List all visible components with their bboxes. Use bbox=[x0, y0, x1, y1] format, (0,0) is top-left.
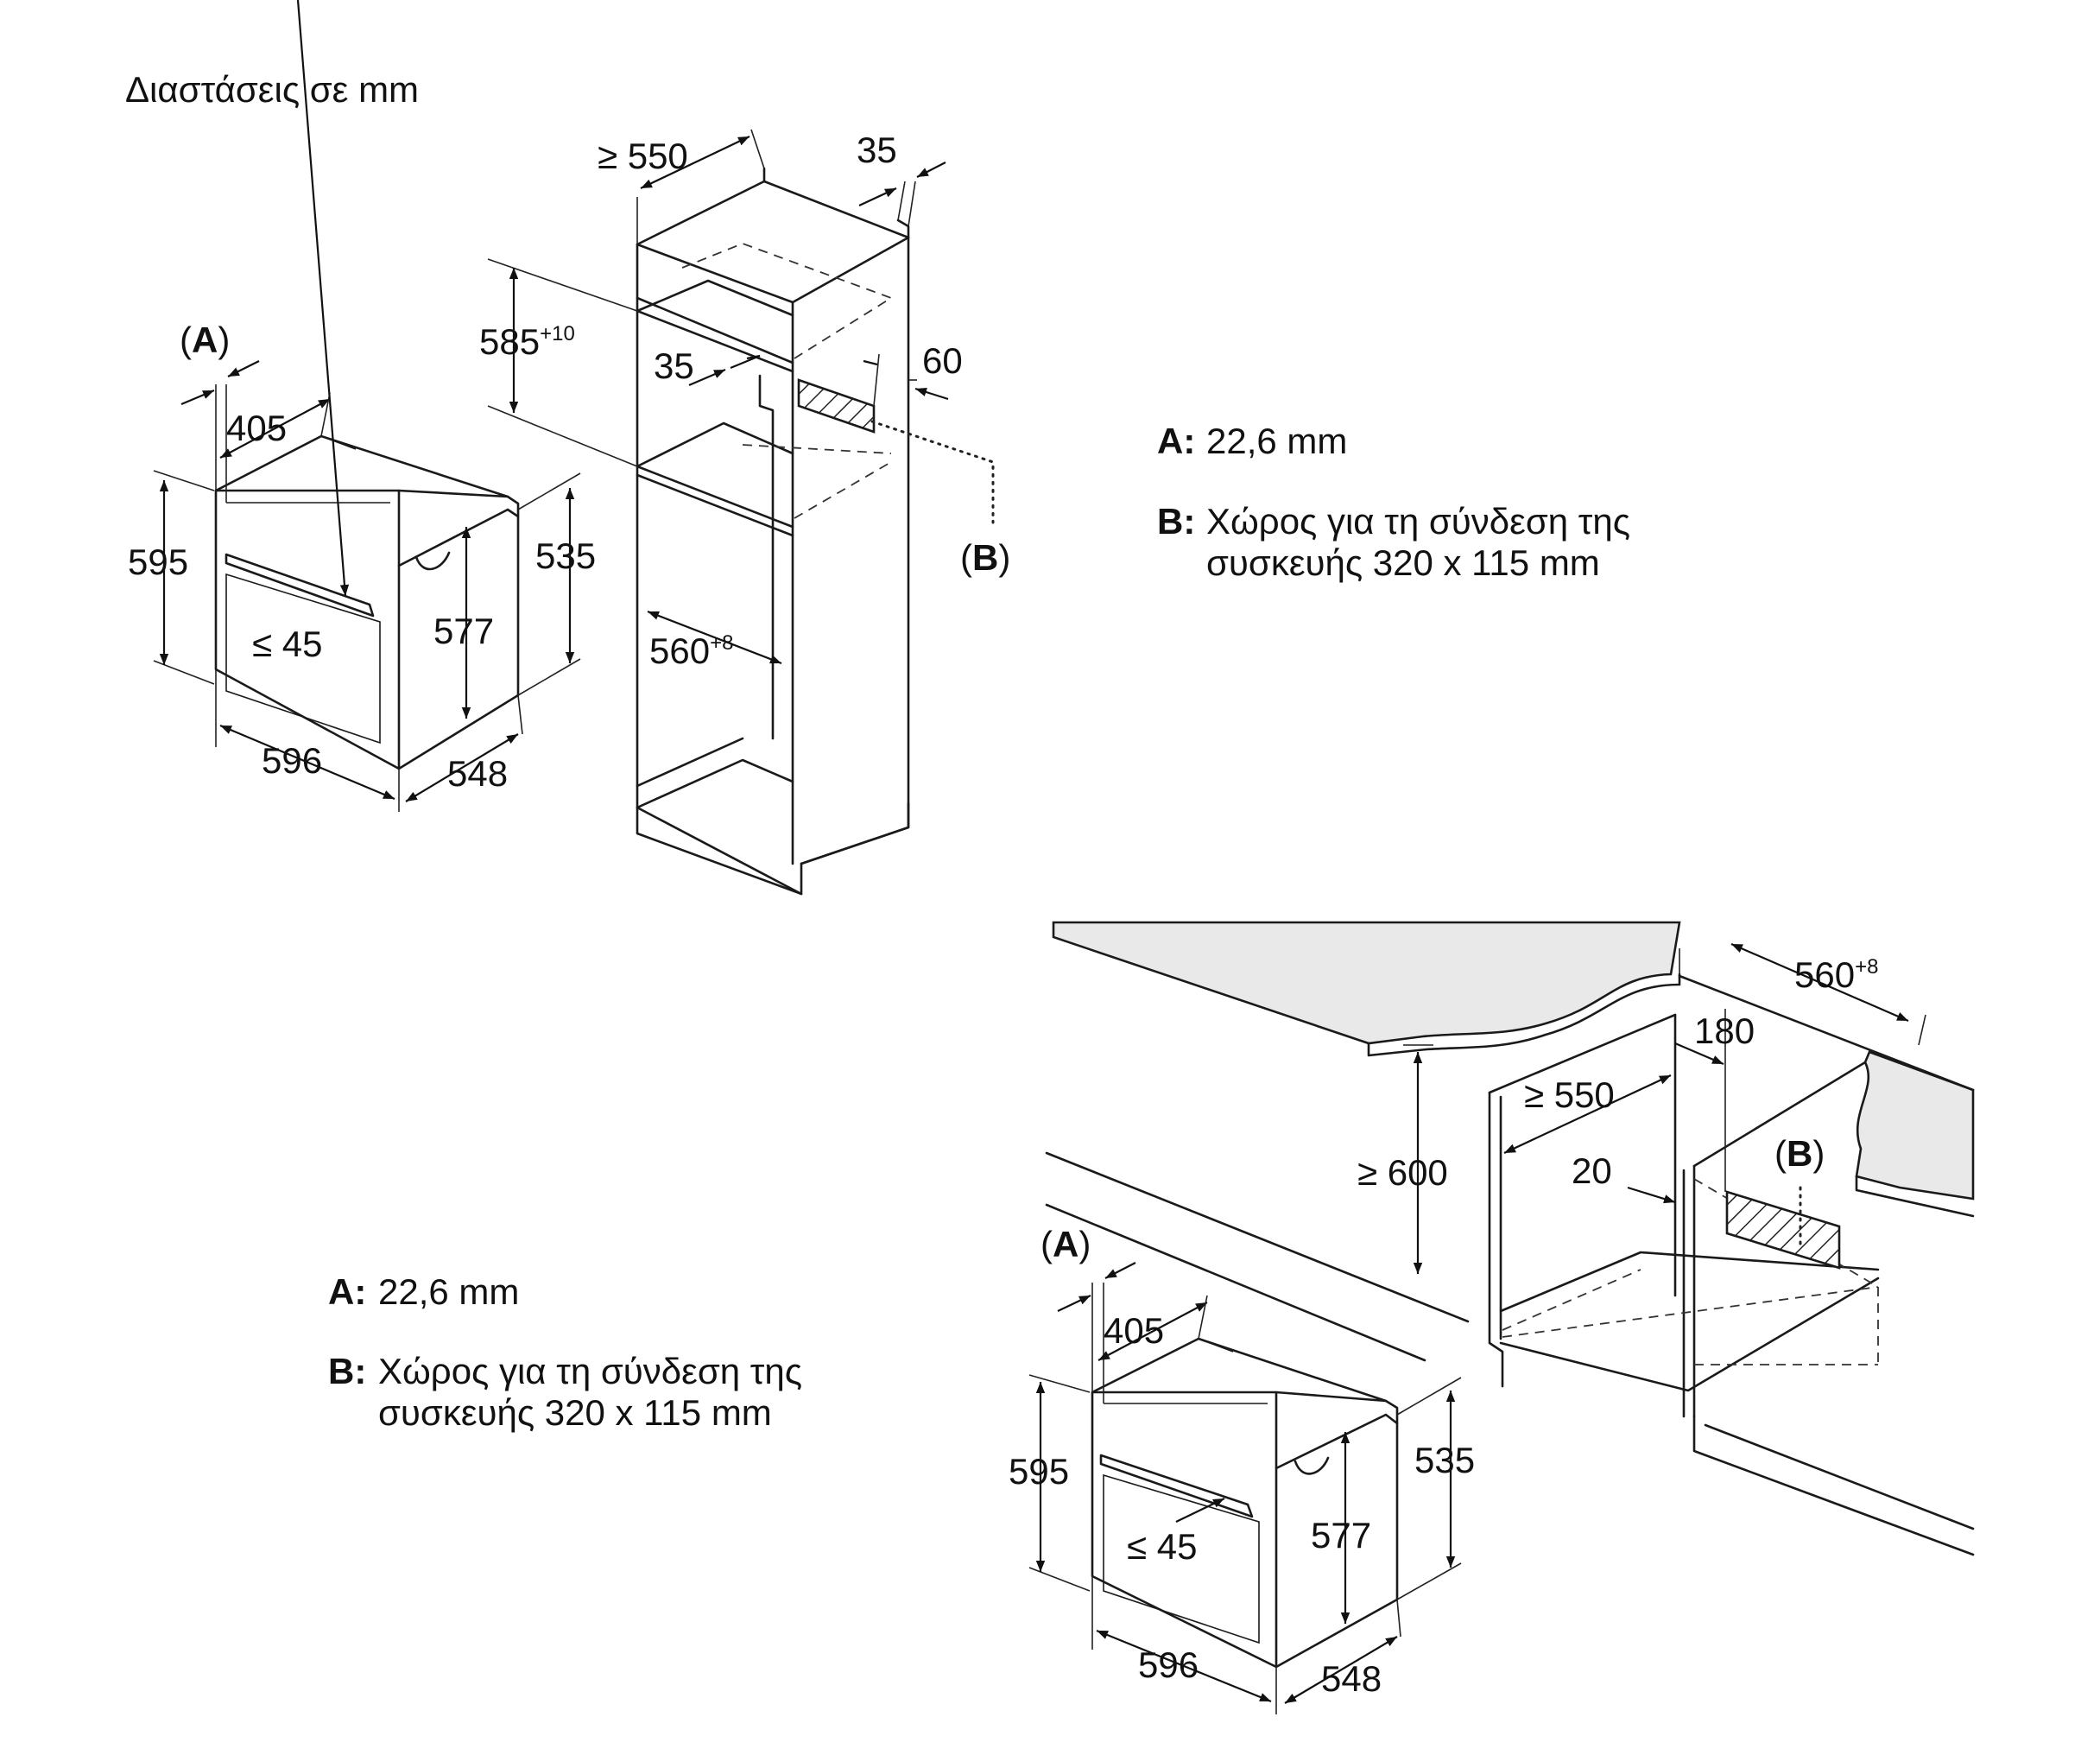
dim-60-cabinet: 60 bbox=[922, 340, 963, 381]
legend-bottom-a-key: A: bbox=[328, 1271, 366, 1312]
legend-bottom-b-line1: Χώρος για τη σύνδεση της bbox=[378, 1351, 802, 1391]
oven-bottom-labels: (A) 405 595 ≤ 45 577 535 596 548 bbox=[1009, 1224, 1475, 1699]
oven-top-dims bbox=[153, 0, 581, 812]
dim-45-bottom: ≤ 45 bbox=[1127, 1526, 1197, 1567]
marker-a-top: (A) bbox=[180, 320, 230, 360]
dim-596-top: 596 bbox=[262, 740, 322, 781]
dim-596-bottom: 596 bbox=[1138, 1644, 1199, 1685]
dim-550-counter: ≥ 550 bbox=[1524, 1074, 1615, 1115]
legend-top-b-key: B: bbox=[1157, 501, 1195, 542]
dim-595-top: 595 bbox=[128, 542, 188, 582]
dim-600-counter: ≥ 600 bbox=[1357, 1152, 1448, 1193]
legend-top-a-text: 22,6 mm bbox=[1206, 421, 1347, 461]
legend-top-a-key: A: bbox=[1157, 421, 1195, 461]
legend-top-b-line1: Χώρος για τη σύνδεση της bbox=[1206, 501, 1630, 542]
tall-cabinet-dims bbox=[487, 129, 995, 665]
dim-535-top: 535 bbox=[535, 535, 596, 576]
marker-a-bottom: (A) bbox=[1041, 1224, 1091, 1264]
page-title: Διαστάσεις σε mm bbox=[125, 69, 419, 110]
tall-cabinet-labels: ≥ 550 35 585+10 35 60 560+8 (B) bbox=[479, 130, 1010, 671]
dim-577-bottom: 577 bbox=[1311, 1515, 1371, 1555]
tall-cabinet bbox=[636, 167, 910, 896]
legend-bottom-b-line2: συσκευής 320 x 115 mm bbox=[378, 1392, 772, 1433]
legend-bottom-b-key: B: bbox=[328, 1351, 366, 1391]
dim-548-top: 548 bbox=[447, 753, 508, 794]
counter-install bbox=[1045, 921, 1975, 1556]
dim-560-counter: 560+8 bbox=[1794, 954, 1878, 995]
dim-548-bottom: 548 bbox=[1321, 1658, 1382, 1699]
marker-b-bottom: (B) bbox=[1774, 1133, 1825, 1174]
oven-top-labels: (A) 405 595 ≤ 45 577 535 596 548 bbox=[128, 320, 596, 794]
dim-20-counter: 20 bbox=[1572, 1150, 1612, 1191]
legend-top-b-line2: συσκευής 320 x 115 mm bbox=[1206, 542, 1600, 583]
counter-install-labels: 560+8 180 ≥ 550 ≥ 600 20 (B) bbox=[1357, 954, 1878, 1193]
legend-top: A: 22,6 mm B: Χώρος για τη σύνδεση της σ… bbox=[1157, 421, 1630, 583]
legend-bottom: A: 22,6 mm B: Χώρος για τη σύνδεση της σ… bbox=[328, 1271, 802, 1433]
dim-35-top-cabinet: 35 bbox=[857, 130, 897, 170]
dim-180-counter: 180 bbox=[1694, 1011, 1755, 1051]
dim-585-cabinet: 585+10 bbox=[479, 321, 575, 362]
marker-b-top: (B) bbox=[960, 537, 1010, 578]
dim-405-top: 405 bbox=[226, 408, 287, 448]
legend-bottom-a-text: 22,6 mm bbox=[378, 1271, 519, 1312]
dim-595-bottom: 595 bbox=[1009, 1451, 1069, 1492]
dim-405-bottom: 405 bbox=[1104, 1310, 1164, 1351]
dim-560-cabinet: 560+8 bbox=[649, 630, 733, 671]
dim-577-top: 577 bbox=[433, 611, 494, 651]
dim-35-inner-cabinet: 35 bbox=[654, 345, 694, 386]
dim-45-top: ≤ 45 bbox=[252, 624, 322, 664]
counter-install-dims bbox=[1403, 942, 1926, 1274]
dim-535-bottom: 535 bbox=[1414, 1440, 1475, 1480]
dim-550-cabinet: ≥ 550 bbox=[598, 136, 688, 176]
oven-bottom-dims bbox=[1028, 1262, 1462, 1714]
